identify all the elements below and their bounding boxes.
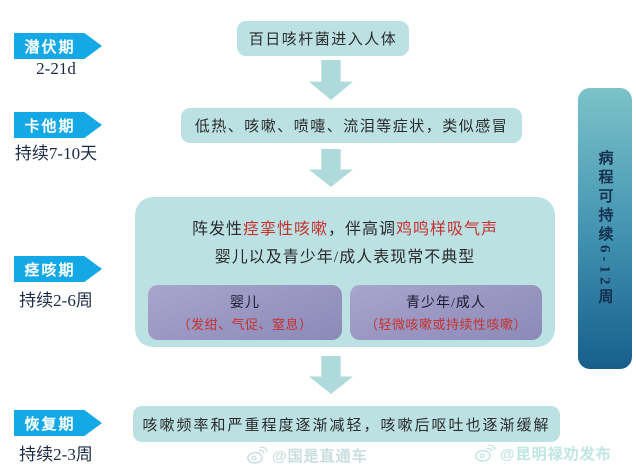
sub-box-adult-detail: （轻微咳嗽或持续性咳嗽） xyxy=(364,317,527,332)
watermark-right: @昆明禄劝发布 xyxy=(474,443,612,464)
stage-duration-incubation: 2-21d xyxy=(36,59,76,78)
flow-box-entry: 百日咳杆菌进入人体 xyxy=(237,21,409,56)
sub-box-infant: 婴儿 （发绀、气促、窒息） xyxy=(148,285,342,340)
stage-duration-paroxysmal: 持续2-6周 xyxy=(19,291,93,310)
flow-box-paroxysmal-symptoms: 阵发性痉挛性咳嗽，伴高调鸡鸣样吸气声 婴儿以及青少年/成人表现常不典型 婴儿 （… xyxy=(135,197,555,347)
flow-box-catarrhal-symptoms: 低热、咳嗽、喷嚏、流泪等症状，类似感冒 xyxy=(181,108,522,143)
course-duration-bar: 病程可持续6-12周 xyxy=(578,88,632,369)
line1-seg3: ，伴高调 xyxy=(328,221,397,238)
watermark-right-text: @昆明禄劝发布 xyxy=(500,446,612,463)
stage-banner-incubation: 潜伏期 xyxy=(14,33,102,59)
stage-duration-catarrhal: 持续7-10天 xyxy=(14,144,98,163)
stage-duration-convalescent: 持续2-3周 xyxy=(19,445,93,464)
weibo-icon xyxy=(247,446,268,464)
stage-banner-convalescent: 恢复期 xyxy=(14,410,102,436)
course-duration-text: 病程可持续6-12周 xyxy=(596,149,613,308)
down-arrow-icon xyxy=(309,356,353,394)
flow-box-convalescent-symptoms: 咳嗽频率和严重程度逐渐减轻，咳嗽后呕吐也逐渐缓解 xyxy=(133,406,560,442)
weibo-icon xyxy=(475,444,496,462)
sub-box-infant-title: 婴儿 xyxy=(230,296,260,311)
line1-seg1: 阵发性 xyxy=(191,221,243,238)
sub-box-infant-detail: （发绀、气促、窒息） xyxy=(177,317,313,332)
stage-banner-paroxysmal: 痉咳期 xyxy=(14,256,102,282)
stage-banner-catarrhal: 卡他期 xyxy=(14,112,102,138)
line1-seg2: 痉挛性咳嗽 xyxy=(242,221,328,238)
paroxysmal-line1: 阵发性痉挛性咳嗽，伴高调鸡鸣样吸气声 xyxy=(135,215,555,239)
sub-box-adult: 青少年/成人 （轻微咳嗽或持续性咳嗽） xyxy=(350,285,542,340)
line1-seg4: 鸡鸣样吸气声 xyxy=(396,221,499,238)
down-arrow-icon xyxy=(309,60,353,100)
paroxysmal-line2: 婴儿以及青少年/成人表现常不典型 xyxy=(214,249,476,266)
sub-box-adult-title: 青少年/成人 xyxy=(406,296,486,311)
down-arrow-icon xyxy=(309,149,353,187)
watermark-center-text: @国是直通车 xyxy=(272,448,368,465)
watermark-center: @国是直通车 xyxy=(246,445,368,466)
